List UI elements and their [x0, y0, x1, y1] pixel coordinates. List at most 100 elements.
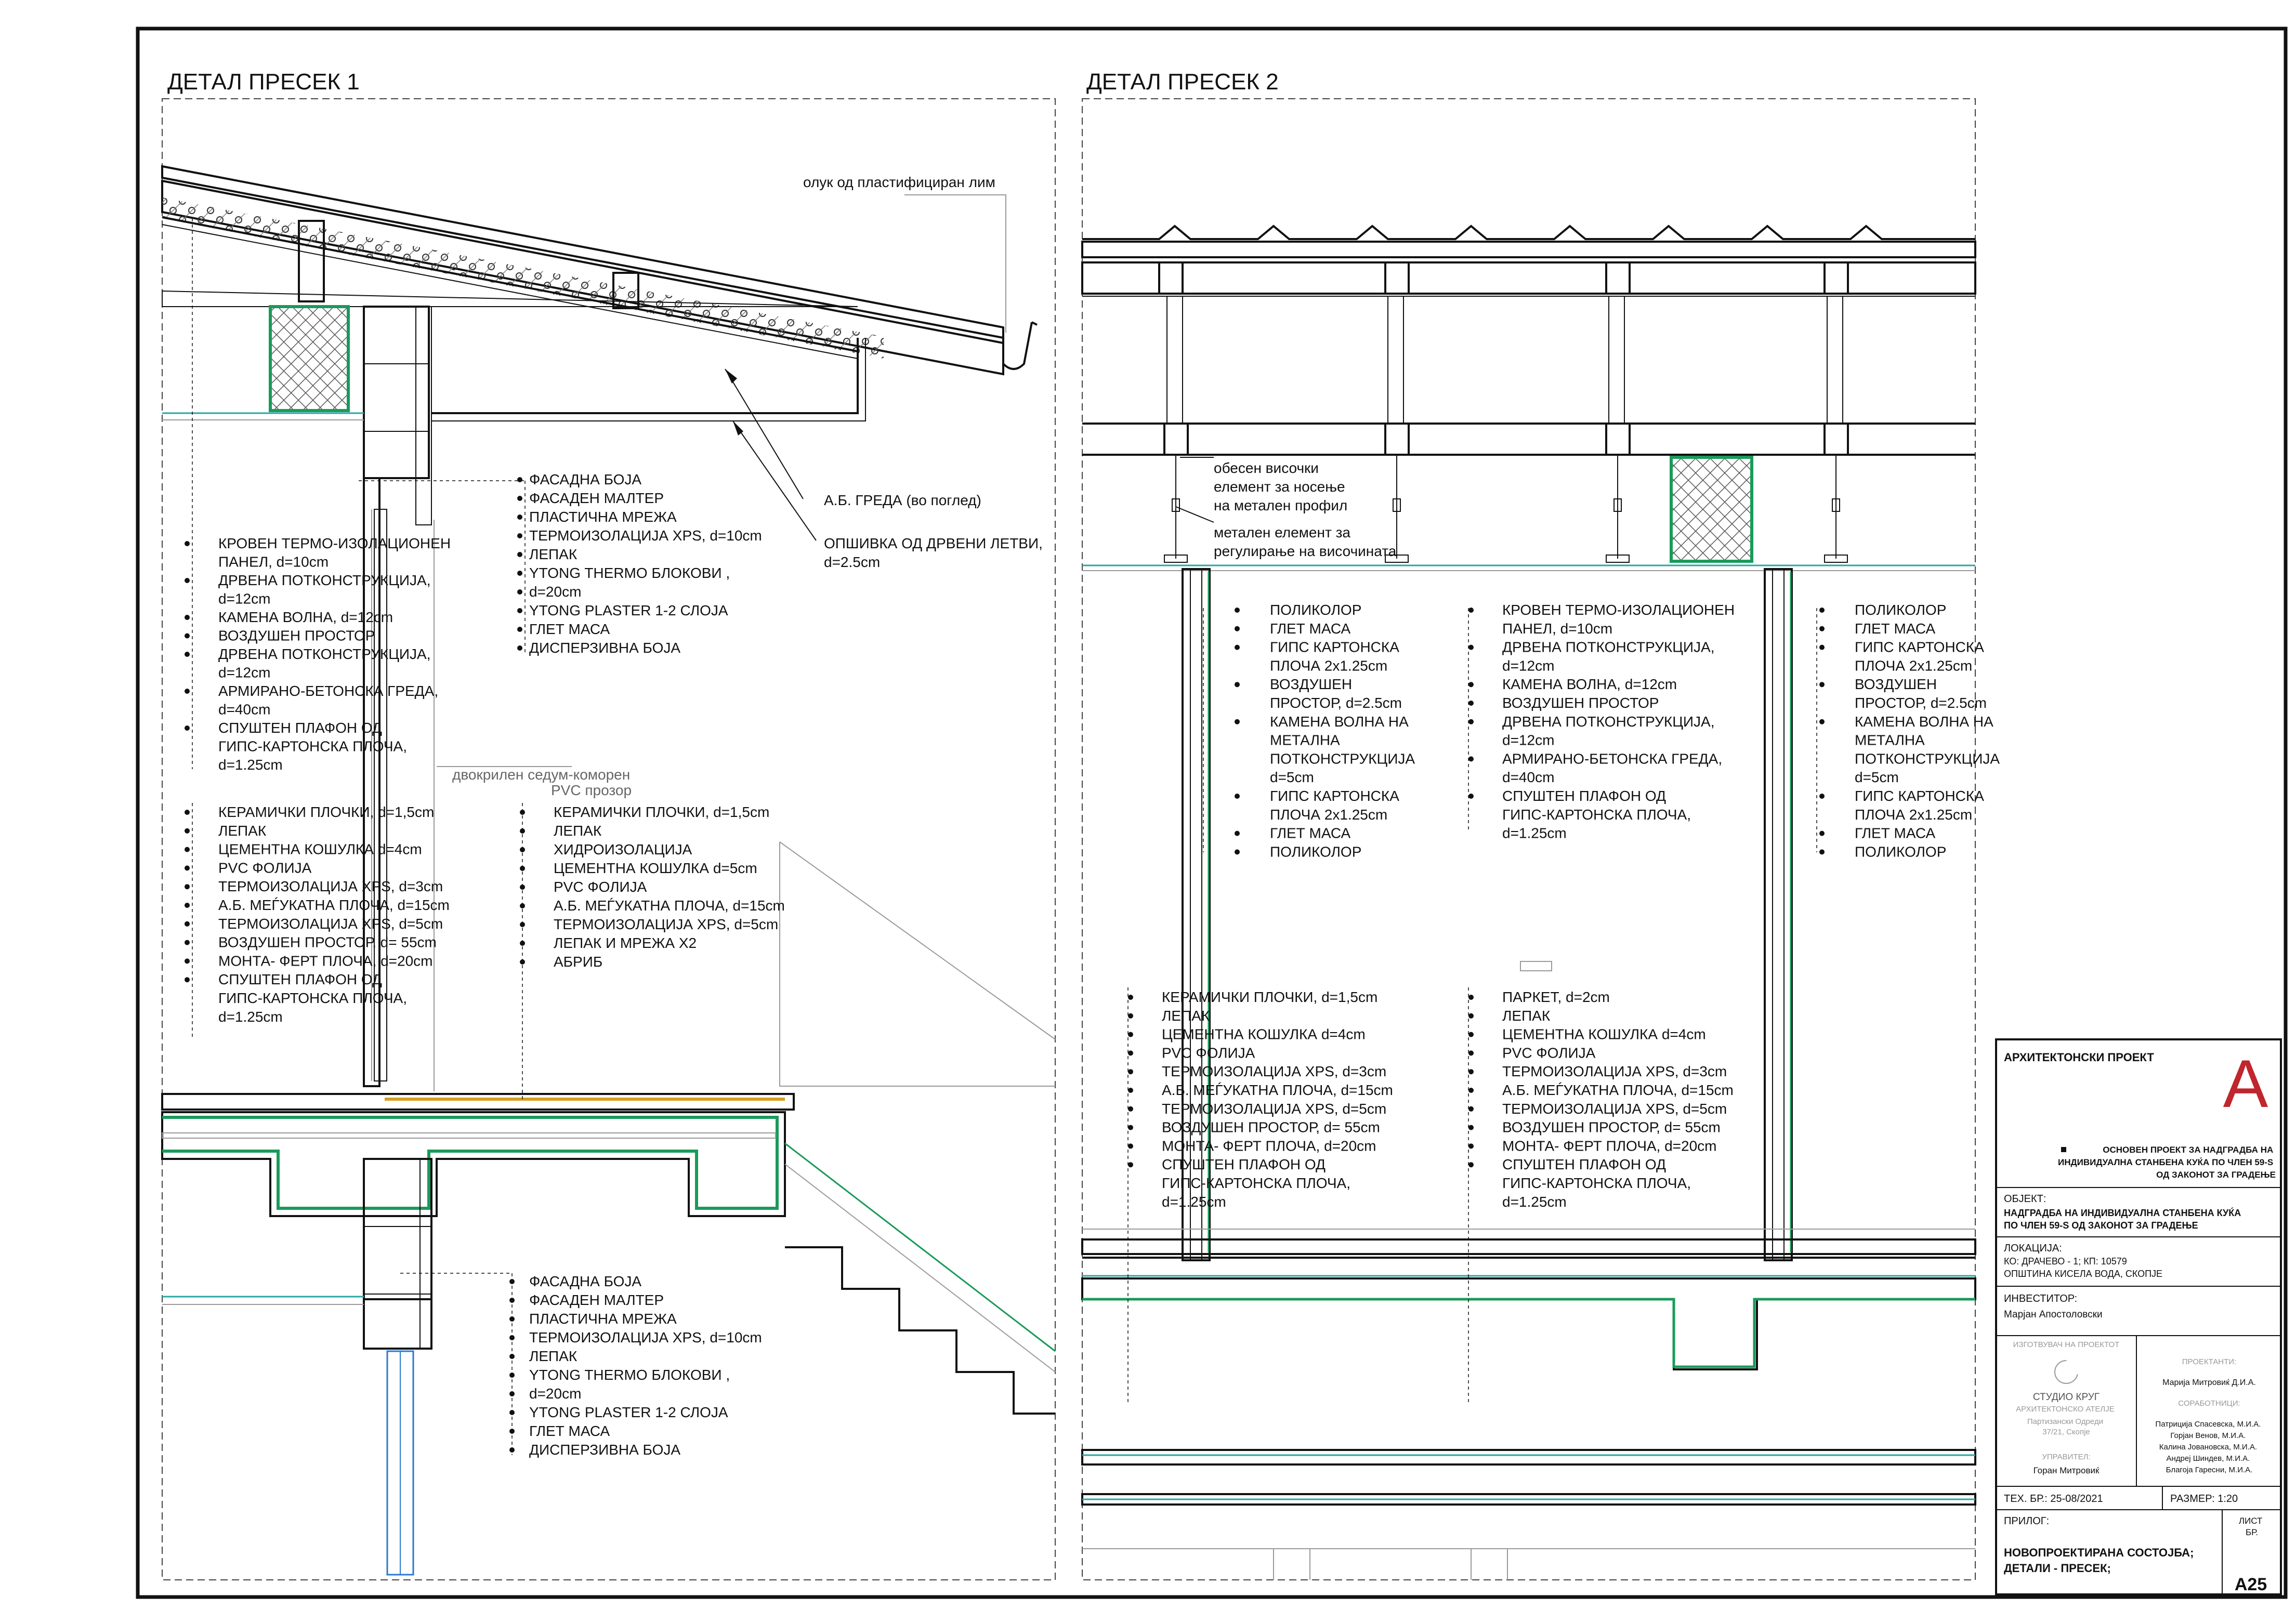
bullet-dot — [185, 977, 190, 983]
note-line: ФАСАДНА БОЈА — [529, 471, 641, 487]
bullet-dot — [517, 533, 522, 538]
bullet-dot — [1128, 1125, 1133, 1130]
note-line: ГИПС КАРТОНСКА — [1270, 788, 1399, 804]
bullet-dot — [509, 1391, 515, 1396]
hanger-label: обесен височки елемент за носење на мета… — [1214, 460, 1349, 513]
bullet-dot — [185, 541, 190, 546]
stair-outline — [779, 841, 1056, 1415]
bullet-dot — [185, 633, 190, 639]
tb-investor-value: Марјан Апостоловски — [2004, 1309, 2103, 1320]
tb-manager-name: Горан Митровиќ — [2033, 1466, 2100, 1475]
note-line: ДРВЕНА ПОТКОНСТРУКЦИЈА, — [1502, 639, 1715, 655]
gutter: олук од пластифициран лим — [803, 174, 1038, 370]
panel-frame-right — [1082, 98, 1976, 1580]
bullet-dot — [1468, 995, 1474, 1000]
note-line: ПЛОЧА 2x1.25cm — [1855, 807, 1972, 823]
note-line: ТЕРМОИЗОЛАЦИЈА XPS, d=3cm — [1162, 1063, 1386, 1079]
note-line: ДРВЕНА ПОТКОНСТРУКЦИЈА, — [218, 646, 431, 662]
note-line: ГИПС-КАРТОНСКА ПЛОЧА, — [218, 738, 407, 755]
bullet-dot — [1468, 608, 1474, 613]
title-block: АРХИТЕКТОНСКИ ПРОЕКТ А ОСНОВЕН ПРОЕКТ ЗА… — [1995, 1038, 2282, 1595]
note-line: ГИПС-КАРТОНСКА ПЛОЧА, — [1502, 807, 1691, 823]
tb-project-type: ОСНОВЕН ПРОЕКТ ЗА НАДГРАДБА НА ИНДИВИДУА… — [2058, 1145, 2276, 1180]
note-line: ЛЕПАК И МРЕЖА X2 — [554, 935, 697, 951]
note-line: ФАСАДЕН МАЛТЕР — [529, 490, 664, 506]
note-line: ГЛЕТ МАСА — [1855, 825, 1936, 841]
note-line: ЦЕМЕНТНА КОШУЛКА d=4cm — [1162, 1026, 1366, 1043]
bullet-dot — [185, 903, 190, 908]
note-line: YTONG THERMO БЛОКОВИ , — [529, 565, 730, 581]
bullet-dot — [509, 1279, 515, 1284]
bullet-dot — [1128, 1069, 1133, 1075]
bullet-dot — [1468, 1143, 1474, 1149]
tb-made-by-label: ИЗГОТВУВАЧ НА ПРОЕКТОТ — [2013, 1340, 2120, 1349]
note-line: ФАСАДНА БОЈА — [529, 1273, 641, 1289]
lower-wall — [162, 1158, 432, 1576]
beam-label: А.Б. ГРЕДА (во поглед) — [824, 492, 981, 508]
note-line: КЕРАМИЧКИ ПЛОЧКИ, d=1,5cm — [1162, 989, 1377, 1005]
note-line: ГИПС-КАРТОНСКА ПЛОЧА, — [218, 990, 407, 1006]
note-line: d=1.25cm — [1502, 1194, 1567, 1210]
bullet-dot — [1128, 995, 1133, 1000]
tb-designers-label: ПРОЕКТАНТИ: — [2182, 1357, 2236, 1366]
bullet-dot — [509, 1429, 515, 1434]
tb-studio-name: СТУДИО КРУГ — [2033, 1392, 2100, 1403]
bullet-dot — [520, 866, 525, 871]
tb-sheet-no-label: ЛИСТ БР. — [2239, 1516, 2265, 1537]
note-line: ЦЕМЕНТНА КОШУЛКА d=4cm — [218, 841, 422, 857]
ab-beam-soffit — [162, 305, 866, 525]
note-line: ВОЗДУШЕН — [1855, 676, 1937, 692]
bullet-dot — [1468, 1032, 1474, 1037]
tb-object-label: ОБЈЕКТ: — [2004, 1193, 2046, 1205]
bullet-dot — [185, 615, 190, 620]
note-line: YTONG PLASTER 1-2 СЛОЈА — [529, 602, 728, 618]
bullet-dot — [517, 608, 522, 613]
bullet-dot — [1468, 1162, 1474, 1168]
note-line: ТЕРМОИЗОЛАЦИЈА XPS, d=5cm — [1502, 1101, 1727, 1117]
adjust-label: метален елемент за регулирање на височин… — [1214, 524, 1397, 559]
note-line: ВОЗДУШЕН ПРОСТОР, d= 55cm — [218, 934, 437, 951]
bullet-dot — [1235, 830, 1240, 836]
bullet-dot — [1128, 1088, 1133, 1093]
note-line: ПЛОЧА 2x1.25cm — [1855, 657, 1972, 674]
bullet-dot — [185, 828, 190, 834]
note-line: ВОЗДУШЕН — [1270, 676, 1352, 692]
note-line: ЛЕПАК — [529, 1348, 578, 1364]
note-line: d=1.25cm — [1162, 1194, 1226, 1210]
note-line: YTONG THERMO БЛОКОВИ , — [529, 1367, 730, 1383]
bullet-dot — [185, 884, 190, 890]
note-line: ГЛЕТ МАСА — [1270, 825, 1351, 841]
note-line: ВОЗДУШЕН ПРОСТОР — [1502, 695, 1659, 711]
tb-attachment-label: ПРИЛОГ: — [2004, 1515, 2049, 1527]
bullet-dot — [1235, 719, 1240, 724]
note-line: МОНТА- ФЕРТ ПЛОЧА, d=20cm — [218, 953, 433, 969]
note-line: ГИПС КАРТОНСКА — [1270, 639, 1399, 655]
bullet-dot — [1819, 644, 1825, 650]
bullet-dot — [517, 589, 522, 595]
tb-manager-label: УПРАВИТЕЛ: — [2042, 1453, 2090, 1461]
bullet-dot — [1128, 1143, 1133, 1149]
bullet-dot — [1819, 719, 1825, 724]
note-line: ТЕРМОИЗОЛАЦИЈА XPS, d=5cm — [218, 916, 443, 932]
bullet-dot — [517, 627, 522, 632]
note-line: ХИДРОИЗОЛАЦИЈА — [554, 841, 692, 857]
bullet-dot — [1468, 1069, 1474, 1075]
panel-title-right: ДЕТАЛ ПРЕСЕК 2 — [1086, 69, 1279, 95]
bullet-dot — [185, 865, 190, 871]
note-line: СПУШТЕН ПЛАФОН ОД — [218, 720, 382, 736]
note-line: d=5cm — [1855, 769, 1899, 785]
tb-scale: РАЗМЕР: 1:20 — [2170, 1493, 2238, 1505]
bullet-dot — [517, 571, 522, 576]
tb-object-value: НАДГРАДБА НА ИНДИВИДУАЛНА СТАНБЕНА КУЌА … — [2004, 1207, 2243, 1231]
note-line: ЛЕПАК — [529, 546, 578, 562]
note-line: ПЛАСТИЧНА МРЕЖА — [529, 509, 677, 525]
tb-sheet-no: А25 — [2235, 1575, 2267, 1594]
note-line: МОНТА- ФЕРТ ПЛОЧА, d=20cm — [1162, 1138, 1376, 1154]
bullet-dot — [185, 921, 190, 927]
note-line: ТЕРМОИЗОЛАЦИЈА XPS, d=10cm — [529, 527, 762, 544]
note-line: ПАНЕЛ, d=10cm — [1502, 621, 1612, 637]
floor-slab-right — [1081, 1229, 1976, 1580]
bullet-dot — [509, 1410, 515, 1415]
